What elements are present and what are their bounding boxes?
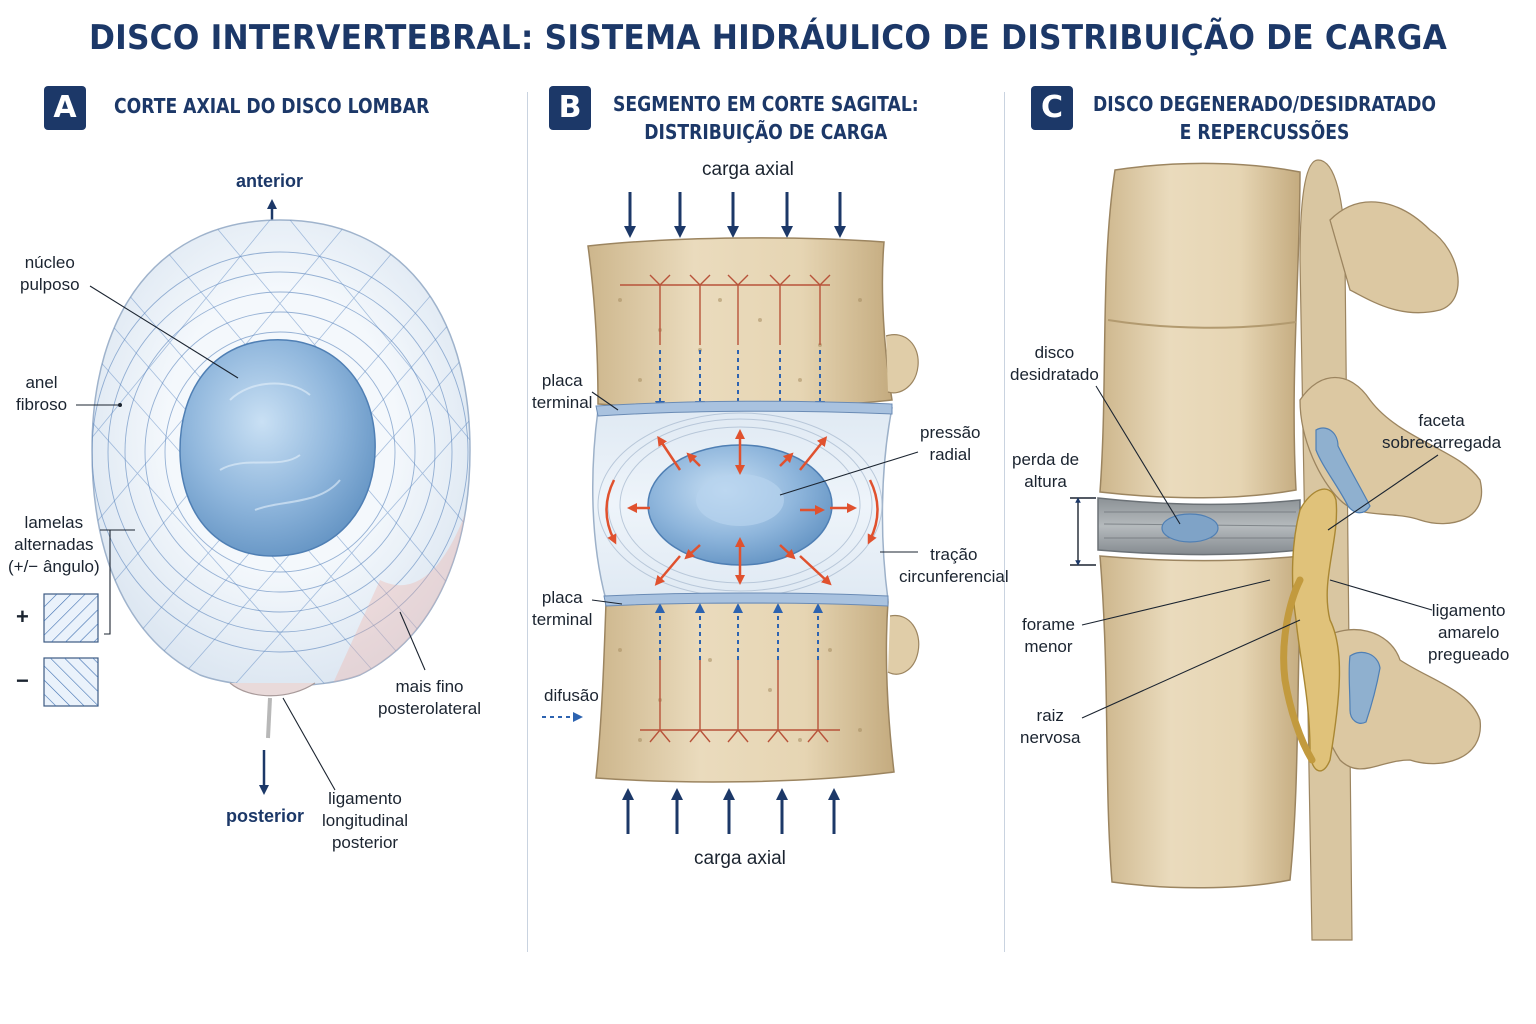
height-loss-bracket <box>1070 497 1096 566</box>
nerve-root-label: raiz nervosa <box>1020 705 1080 749</box>
posterior-ligament-label: ligamento longitudinal posterior <box>322 788 408 854</box>
panel-b-title-line1: SEGMENTO EM CORTE SAGITAL: <box>613 92 919 116</box>
panel-c-art <box>1070 159 1483 941</box>
dehydrated-nucleus <box>1161 513 1219 543</box>
annulus-label-line1: anel <box>25 373 58 392</box>
panel-a-art <box>43 199 471 795</box>
panel-c-badge: C <box>1031 86 1073 130</box>
foramen-label: forame menor <box>1022 614 1075 658</box>
plp-label-line3: posterior <box>331 833 399 852</box>
lig-label-line3: pregueado <box>1428 645 1510 664</box>
divider-right <box>1004 92 1005 952</box>
endplate-bottom-line2: terminal <box>532 610 593 629</box>
trabecular-texture <box>618 298 862 742</box>
dehydrated-label-line2: desidratado <box>1010 365 1099 384</box>
radial-pressure-label: pressão radial <box>920 422 980 466</box>
panel-c-title: DISCO DEGENERADO/DESIDRATADO E REPERCUSS… <box>1093 90 1436 146</box>
divider-left <box>527 92 528 952</box>
plp-label-line2: longitudinal <box>322 811 409 830</box>
overloaded-facet-lower <box>1348 651 1381 724</box>
panel-b-badge: B <box>549 86 591 130</box>
panel-b-title-line2: DISTRIBUIÇÃO DE CARGA <box>644 120 888 144</box>
diffusion-arrows <box>542 350 825 722</box>
nucleus-label: núcleo pulposo <box>20 252 80 296</box>
overloaded-facet-label: faceta sobrecarregada <box>1382 410 1501 454</box>
endplate-top-line1: placa <box>541 371 583 390</box>
lower-vertebra-c <box>1099 555 1303 889</box>
root-label-line2: nervosa <box>1020 728 1081 747</box>
height-label-line2: altura <box>1024 472 1067 491</box>
thin-label-line2: posterolateral <box>378 699 482 718</box>
lamellae-label-line3: (+/− ângulo) <box>8 557 100 576</box>
ligamentum-flavum <box>1291 488 1341 772</box>
diffusion-label: difusão <box>544 686 599 705</box>
facet-label-line2: sobrecarregada <box>1382 433 1502 452</box>
posterior-ligament-shape <box>229 682 316 697</box>
panel-c-leaders <box>1081 385 1439 719</box>
lower-vessels <box>640 660 840 743</box>
height-label-line1: perda de <box>1012 450 1080 469</box>
upper-spinous-process <box>1329 201 1459 314</box>
facet-label-line1: faceta <box>1418 411 1465 430</box>
axial-load-bottom-label: carga axial <box>694 848 786 869</box>
anterior-label: anterior <box>236 171 304 191</box>
axial-load-top-label: carga axial <box>702 159 794 180</box>
lig-label-line2: amarelo <box>1437 623 1500 642</box>
lower-vertebral-body <box>595 598 895 783</box>
posterior-label: posterior <box>226 806 305 826</box>
nucleus-pulposus <box>179 339 376 557</box>
endplate-bottom-label: placa terminal <box>532 587 592 631</box>
top-load-arrows <box>624 192 846 238</box>
endplate-top-line2: terminal <box>532 393 593 412</box>
radial-label-line2: radial <box>929 445 972 464</box>
lamellae-label-line2: alternadas <box>14 535 94 554</box>
panel-a-leaders <box>76 285 426 791</box>
plus-sign: + <box>16 604 29 629</box>
lig-label-line1: ligamento <box>1431 601 1506 620</box>
foramen-label-line1: forame <box>1022 615 1075 634</box>
radial-pressure-arrows <box>627 429 857 586</box>
minus-sign: − <box>16 668 29 693</box>
panel-c-title-line1: DISCO DEGENERADO/DESIDRATADO <box>1093 92 1436 116</box>
panel-b-leaders <box>591 391 919 605</box>
lamellae-label-line1: lamelas <box>24 513 84 532</box>
radial-label-line1: pressão <box>920 423 981 442</box>
foramen-label-line2: menor <box>1024 637 1073 656</box>
dehydrated-label-line1: disco <box>1034 343 1075 362</box>
thin-posterolateral-label: mais fino posterolateral <box>378 676 481 720</box>
panel-a-badge: A <box>44 86 86 130</box>
upper-vessels <box>620 274 831 345</box>
nerve-root <box>1280 576 1316 764</box>
endplate-bottom-line1: placa <box>541 588 583 607</box>
endplate-top-label: placa terminal <box>532 370 592 414</box>
panel-b-art <box>542 192 920 834</box>
annulus-label-line2: fibroso <box>16 395 68 414</box>
hoop-label-line1: tração <box>930 545 978 564</box>
nucleus-label-line2: pulposo <box>20 275 80 294</box>
dehydrated-disc-label: disco desidratado <box>1010 342 1099 386</box>
hoop-label-line2: circunferencial <box>899 567 1009 586</box>
panel-a-title: CORTE AXIAL DO DISCO LOMBAR <box>114 94 430 118</box>
bottom-load-arrows <box>622 788 840 834</box>
upper-vertebral-body <box>587 237 893 409</box>
lamellae-label: lamelas alternadas (+/− ângulo) <box>8 512 100 578</box>
annulus-label: anel fibroso <box>16 372 67 416</box>
root-label-line1: raiz <box>1036 706 1064 725</box>
upper-endplate <box>595 400 893 417</box>
panel-c-title-line2: E REPERCUSSÕES <box>1179 120 1350 144</box>
ligamentum-flavum-label: ligamento amarelo pregueado <box>1428 600 1509 666</box>
plp-label-line1: ligamento <box>328 789 402 808</box>
main-title: DISCO INTERVERTEBRAL: SISTEMA HIDRÁULICO… <box>88 18 1448 58</box>
thin-label-line1: mais fino <box>395 677 464 696</box>
panel-b-title: SEGMENTO EM CORTE SAGITAL: DISTRIBUIÇÃO … <box>613 90 919 146</box>
hoop-tension-label: tração circunferencial <box>899 544 1009 588</box>
posterior-ligament-stalk <box>266 697 272 739</box>
hoop-stress-arrows <box>605 479 879 545</box>
upper-vertebra-c <box>1099 162 1301 499</box>
height-loss-label: perda de altura <box>1012 449 1079 493</box>
lower-endplate <box>603 592 889 607</box>
overloaded-facet-upper <box>1315 427 1371 514</box>
nucleus-label-line1: núcleo <box>24 253 75 272</box>
